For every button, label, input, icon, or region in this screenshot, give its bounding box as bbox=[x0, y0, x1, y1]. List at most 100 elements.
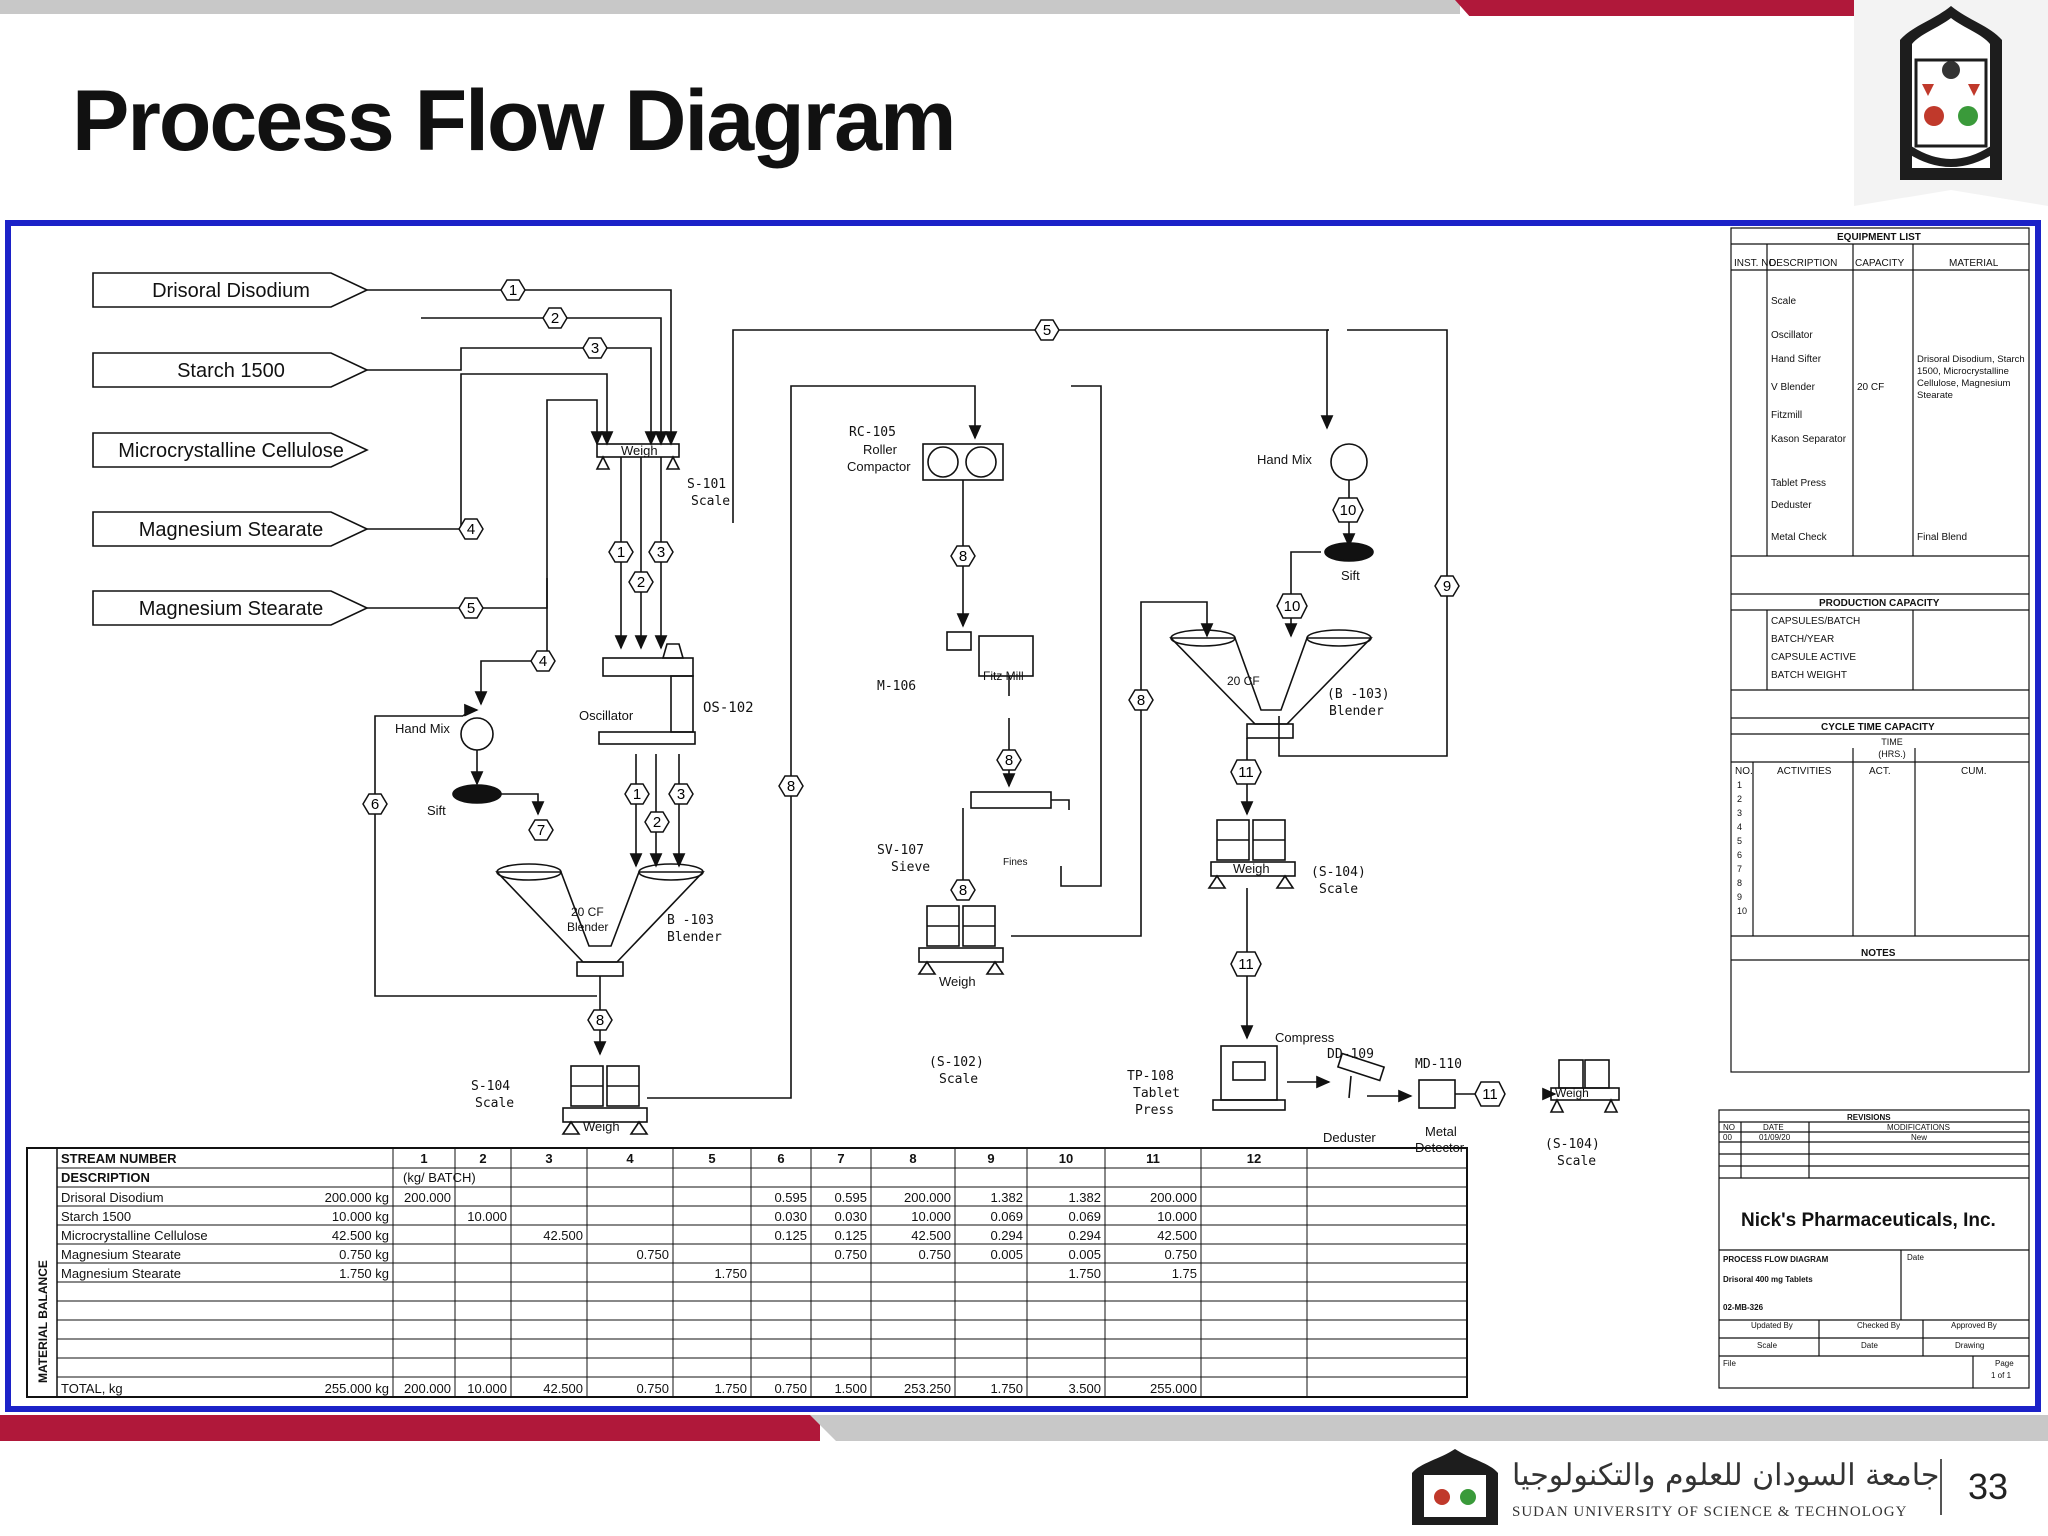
stream-marker: 4 bbox=[530, 650, 556, 672]
svg-text:11: 11 bbox=[1238, 956, 1254, 973]
mb-total-cell: 1.750 bbox=[990, 1381, 1023, 1396]
label-weigh-end: Weigh bbox=[1555, 1086, 1589, 1100]
mb-cell: 0.005 bbox=[990, 1247, 1023, 1262]
mb-row-batch: 1.750 kg bbox=[339, 1266, 389, 1281]
mb-total-cell: 0.750 bbox=[774, 1381, 807, 1396]
input-box-mcc bbox=[92, 432, 369, 468]
university-name-arabic: جامعة السودان للعلوم والتكنولوجيا bbox=[1512, 1458, 1940, 1493]
label-weigh: Weigh bbox=[621, 443, 658, 458]
label-tp108: TP-108 bbox=[1127, 1069, 1174, 1084]
label-s102: (S-102) bbox=[929, 1055, 984, 1070]
stream-marker: 6 bbox=[362, 793, 388, 815]
tb-label: Drawing bbox=[1955, 1341, 1984, 1350]
mb-cell: 0.595 bbox=[834, 1190, 867, 1205]
mb-stream-label: STREAM NUMBER bbox=[61, 1151, 177, 1166]
mb-cell: 42.500 bbox=[911, 1228, 951, 1243]
mb-row-batch: 10.000 kg bbox=[332, 1209, 389, 1224]
label-compress: Compress bbox=[1275, 1030, 1335, 1045]
production-capacity-title: PRODUCTION CAPACITY bbox=[1819, 598, 1940, 609]
stream-marker: 11 bbox=[1474, 1081, 1506, 1107]
cycle-header: NO. bbox=[1735, 766, 1753, 777]
mb-cell: 10.000 bbox=[911, 1209, 951, 1224]
label-os102: OS-102 bbox=[703, 700, 754, 716]
label-sift-2: Sift bbox=[1341, 568, 1360, 583]
revisions-title: REVISIONS bbox=[1847, 1113, 1891, 1122]
cycle-number: 6 bbox=[1737, 850, 1742, 860]
cycle-number: 2 bbox=[1737, 794, 1742, 804]
label-m106: M-106 bbox=[877, 679, 916, 694]
mb-total-name: TOTAL, kg bbox=[61, 1381, 123, 1396]
footer-bar bbox=[0, 1415, 2048, 1525]
stream-marker: 8 bbox=[587, 1009, 613, 1031]
mb-row-name: Magnesium Stearate bbox=[61, 1247, 181, 1262]
equipment-list-title: EQUIPMENT LIST bbox=[1837, 232, 1921, 243]
label-s104-2: (S-104) bbox=[1311, 865, 1366, 880]
label-fitz-mill: Fitz Mill bbox=[983, 669, 1024, 683]
equipment-item: Hand Sifter bbox=[1771, 354, 1822, 365]
svg-text:5: 5 bbox=[1043, 322, 1051, 339]
mb-cell: 0.030 bbox=[834, 1209, 867, 1224]
stream-marker: 2 bbox=[628, 571, 654, 593]
svg-text:3: 3 bbox=[657, 544, 665, 561]
tb-label: Page bbox=[1995, 1359, 2014, 1368]
label-oscillator: Oscillator bbox=[579, 708, 634, 723]
mb-cell: 0.294 bbox=[1068, 1228, 1101, 1243]
equipment-item: Tablet Press bbox=[1771, 478, 1826, 489]
svg-text:4: 4 bbox=[467, 521, 475, 538]
mb-cell: 0.595 bbox=[774, 1190, 807, 1205]
mb-cell: 0.069 bbox=[1068, 1209, 1101, 1224]
equipment-item: Deduster bbox=[1771, 500, 1812, 511]
label-weigh-s104-2: Weigh bbox=[1233, 861, 1270, 876]
mb-column-header: 5 bbox=[708, 1151, 715, 1166]
equipment-list-panel bbox=[1730, 227, 2030, 1073]
label-compactor: Compactor bbox=[847, 459, 911, 474]
cycle-number: 5 bbox=[1737, 836, 1742, 846]
label-dd109: DD-109 bbox=[1327, 1047, 1374, 1062]
equipment-header-mat: MATERIAL bbox=[1949, 258, 1999, 269]
cycle-number: 9 bbox=[1737, 892, 1742, 902]
stream-marker: 9 bbox=[1434, 575, 1460, 597]
production-row: BATCH WEIGHT bbox=[1771, 670, 1847, 681]
mb-total-cell: 10.000 bbox=[467, 1381, 507, 1396]
mb-column-header: 3 bbox=[545, 1151, 552, 1166]
svg-text:11: 11 bbox=[1238, 764, 1254, 781]
university-name-english: SUDAN UNIVERSITY OF SCIENCE & TECHNOLOGY bbox=[1512, 1504, 1908, 1520]
revisions-cell: 01/09/20 bbox=[1759, 1133, 1791, 1142]
stream-marker: 4 bbox=[458, 518, 484, 540]
stream-marker: 2 bbox=[542, 307, 568, 329]
input-box-starch bbox=[92, 352, 369, 388]
mb-cell: 1.382 bbox=[1068, 1190, 1101, 1205]
stream-marker: 7 bbox=[528, 819, 554, 841]
label-blender-2: Blender bbox=[1329, 704, 1384, 719]
stream-marker: 1 bbox=[624, 783, 650, 805]
stream-marker: 11 bbox=[1230, 759, 1262, 785]
stream-markers: 1 2 3 4 5 1 3 2 4 6 7 1 3 2 8 8 5 8 8 8 … bbox=[362, 279, 1506, 1107]
input-box-mgst-2 bbox=[92, 590, 369, 626]
equipment-item: Metal Check bbox=[1771, 532, 1828, 543]
input-label: Magnesium Stearate bbox=[139, 598, 324, 620]
tb-page: 1 of 1 bbox=[1991, 1371, 2012, 1380]
mb-total-cell: 200.000 bbox=[404, 1381, 451, 1396]
tb-label: Date bbox=[1861, 1341, 1878, 1350]
cycle-header: ACTIVITIES bbox=[1777, 766, 1832, 777]
cycle-time-title: CYCLE TIME CAPACITY bbox=[1821, 722, 1935, 733]
mb-column-header: 12 bbox=[1247, 1151, 1261, 1166]
mb-total-cell: 255.000 bbox=[1150, 1381, 1197, 1396]
label-s104: S-104 bbox=[471, 1079, 510, 1094]
stream-marker: 1 bbox=[608, 541, 634, 563]
label-fines: Fines bbox=[1003, 857, 1027, 868]
revisions-header: NO bbox=[1723, 1123, 1735, 1132]
tb-label: Checked By bbox=[1857, 1321, 1900, 1330]
mb-column-header: 11 bbox=[1146, 1151, 1160, 1166]
svg-text:9: 9 bbox=[1443, 578, 1451, 595]
diagram-frame: 1 2 3 4 5 1 3 2 4 6 7 1 3 2 8 8 5 8 8 8 … bbox=[5, 220, 2041, 1412]
equipment-header-cap: CAPACITY bbox=[1855, 258, 1905, 269]
mb-cell: 200.000 bbox=[1150, 1190, 1197, 1205]
label-b103: B -103 bbox=[667, 913, 714, 928]
title-block bbox=[1718, 1109, 2030, 1389]
label-roller: Roller bbox=[863, 442, 898, 457]
stream-marker: 8 bbox=[950, 879, 976, 901]
stream-marker: 3 bbox=[582, 337, 608, 359]
stream-marker: 5 bbox=[458, 597, 484, 619]
